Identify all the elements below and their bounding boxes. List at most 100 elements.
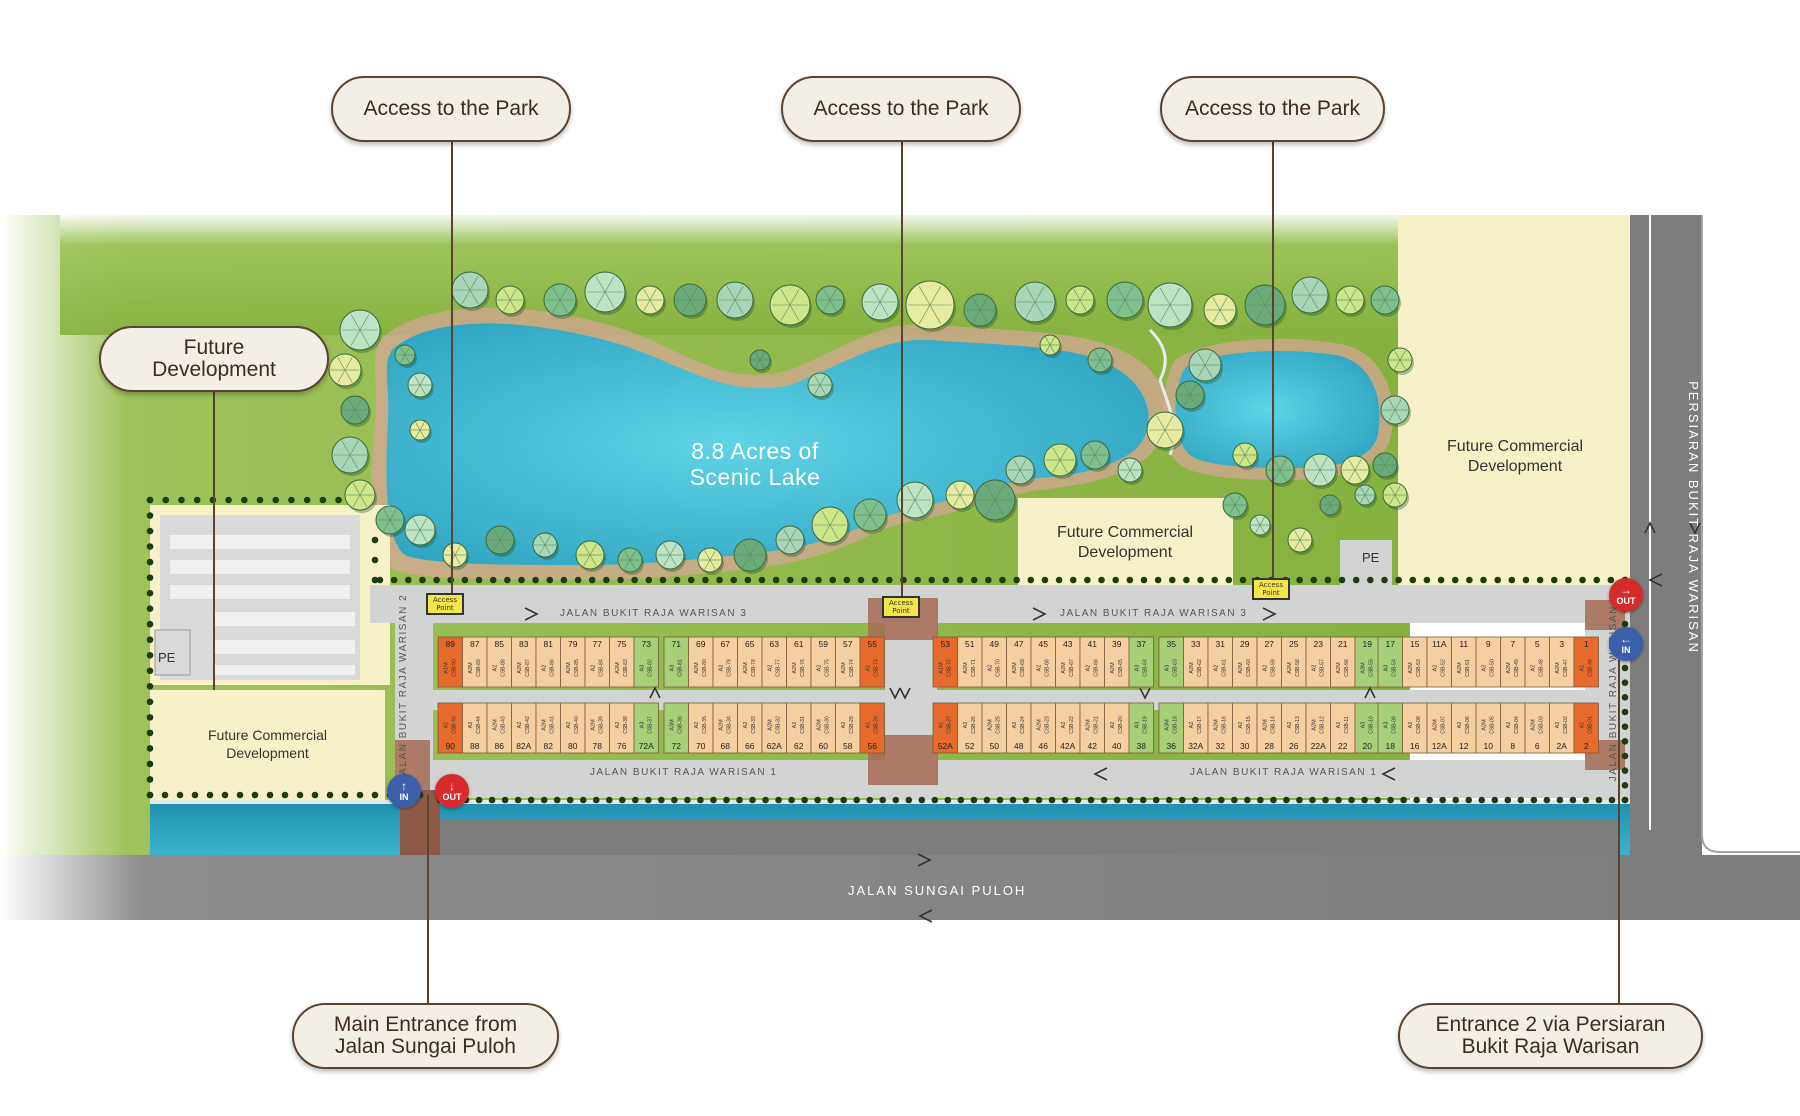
unit-type: A1M: [443, 662, 449, 674]
unit-code: CSB-33: [751, 716, 757, 734]
hedge-shrub: [871, 576, 879, 584]
hedge-shrub: [1508, 576, 1516, 584]
hedge-shrub: [1522, 576, 1530, 584]
arrow-up-icon: [1644, 521, 1656, 534]
hedge-shrub: [319, 496, 327, 504]
unit-code: CSB-25: [995, 716, 1001, 734]
unit-type: A2M: [1530, 719, 1536, 731]
hedge-shrub: [1593, 576, 1601, 584]
unit-type: A2: [1085, 665, 1091, 672]
tree: [344, 479, 377, 513]
unit-code: CSB-20: [1118, 716, 1124, 734]
in-label: IN: [1621, 645, 1631, 655]
unit-number: 23: [1314, 639, 1324, 649]
hedge-shrub: [1439, 796, 1446, 804]
hedge-shrub: [1009, 796, 1017, 804]
unit-type: A2: [1262, 665, 1268, 672]
unit-number: 19: [1363, 639, 1373, 649]
unit-code: CSB-77: [775, 659, 781, 677]
hedge-shrub: [146, 667, 154, 675]
unit-number: 42: [1088, 741, 1098, 751]
hedge-shrub: [1168, 576, 1176, 584]
arrow-right-icon: [524, 607, 539, 621]
hedge-shrub: [1621, 664, 1629, 672]
unit-type: A1: [1579, 722, 1585, 729]
unit-code: CSB-57: [1319, 659, 1325, 677]
hedge-shrub: [603, 576, 610, 584]
hedge-shrub: [956, 576, 964, 584]
tree: [1372, 452, 1399, 480]
hedge-shrub: [146, 791, 154, 799]
hedge-shrub: [1367, 576, 1374, 584]
hedge-shrub: [146, 698, 154, 706]
hedge-shrub: [1400, 796, 1407, 804]
hedge-shrub: [266, 791, 274, 799]
hedge-shrub: [546, 576, 554, 584]
hedge-shrub: [1126, 796, 1134, 804]
hedge-shrub: [146, 527, 154, 535]
hedge-shrub: [762, 796, 769, 804]
tree: [407, 372, 434, 400]
unit-code: CSB-70: [995, 659, 1001, 677]
arrow-down-icon: [1689, 522, 1701, 535]
hedge-shrub: [1048, 796, 1056, 804]
hedge-shrub: [341, 791, 349, 799]
hedge-shrub: [1395, 576, 1402, 584]
unit-code: CSB-58: [1295, 659, 1301, 677]
unit-number: 79: [568, 639, 578, 649]
arrow-down-icon: ↓: [449, 779, 455, 793]
unit-code: CSB-46: [1587, 659, 1593, 677]
hedge-shrub: [1178, 796, 1186, 804]
unit-code: CSB-05: [1489, 716, 1495, 734]
unit-code: CSB-50: [1489, 659, 1495, 677]
tree: [1188, 348, 1223, 384]
hedge-shrub: [619, 796, 626, 804]
unit-type: A2: [1287, 722, 1293, 729]
unit-number: 38: [1137, 741, 1147, 751]
hedge-shrub: [931, 796, 939, 804]
hedge-shrub: [1517, 796, 1525, 804]
hedge-shrub: [1621, 738, 1629, 745]
tree: [673, 283, 708, 319]
unit-type: A3: [669, 665, 675, 672]
unit-type: A2: [694, 722, 700, 729]
unit-type: A1: [443, 722, 449, 729]
road-label-warisan-3-b: JALAN BUKIT RAJA WARISAN 3: [1060, 608, 1248, 619]
unit-number: 20: [1363, 741, 1373, 751]
unit-number: 26: [1289, 741, 1299, 751]
hedge-shrub: [702, 576, 709, 584]
unit-code: CSB-67: [1069, 659, 1075, 677]
unit-type: A2M: [1457, 662, 1463, 674]
traffic-arrows: [524, 521, 1701, 923]
hedge-shrub: [296, 791, 304, 799]
hedge-shrub: [532, 576, 539, 584]
tree: [1203, 293, 1238, 329]
hedge-shrub: [1231, 796, 1238, 804]
unit-code: CSB-14: [1270, 716, 1276, 734]
hedge-shrub: [1098, 576, 1105, 584]
hedge-shrub: [588, 576, 596, 584]
unit-number: 87: [470, 639, 480, 649]
hedge-shrub: [1374, 796, 1381, 804]
unit-code: CSB-09: [1391, 716, 1397, 734]
tree: [733, 538, 768, 574]
hedge-shrub: [744, 576, 752, 584]
unit-code: CSB-32: [775, 716, 781, 734]
unit-code: CSB-22: [1069, 716, 1075, 734]
hedge-shrub: [1126, 576, 1134, 584]
unit-code: CSB-84: [598, 659, 604, 677]
unit-type: A2: [566, 722, 572, 729]
unit-type: A2: [1311, 665, 1317, 672]
